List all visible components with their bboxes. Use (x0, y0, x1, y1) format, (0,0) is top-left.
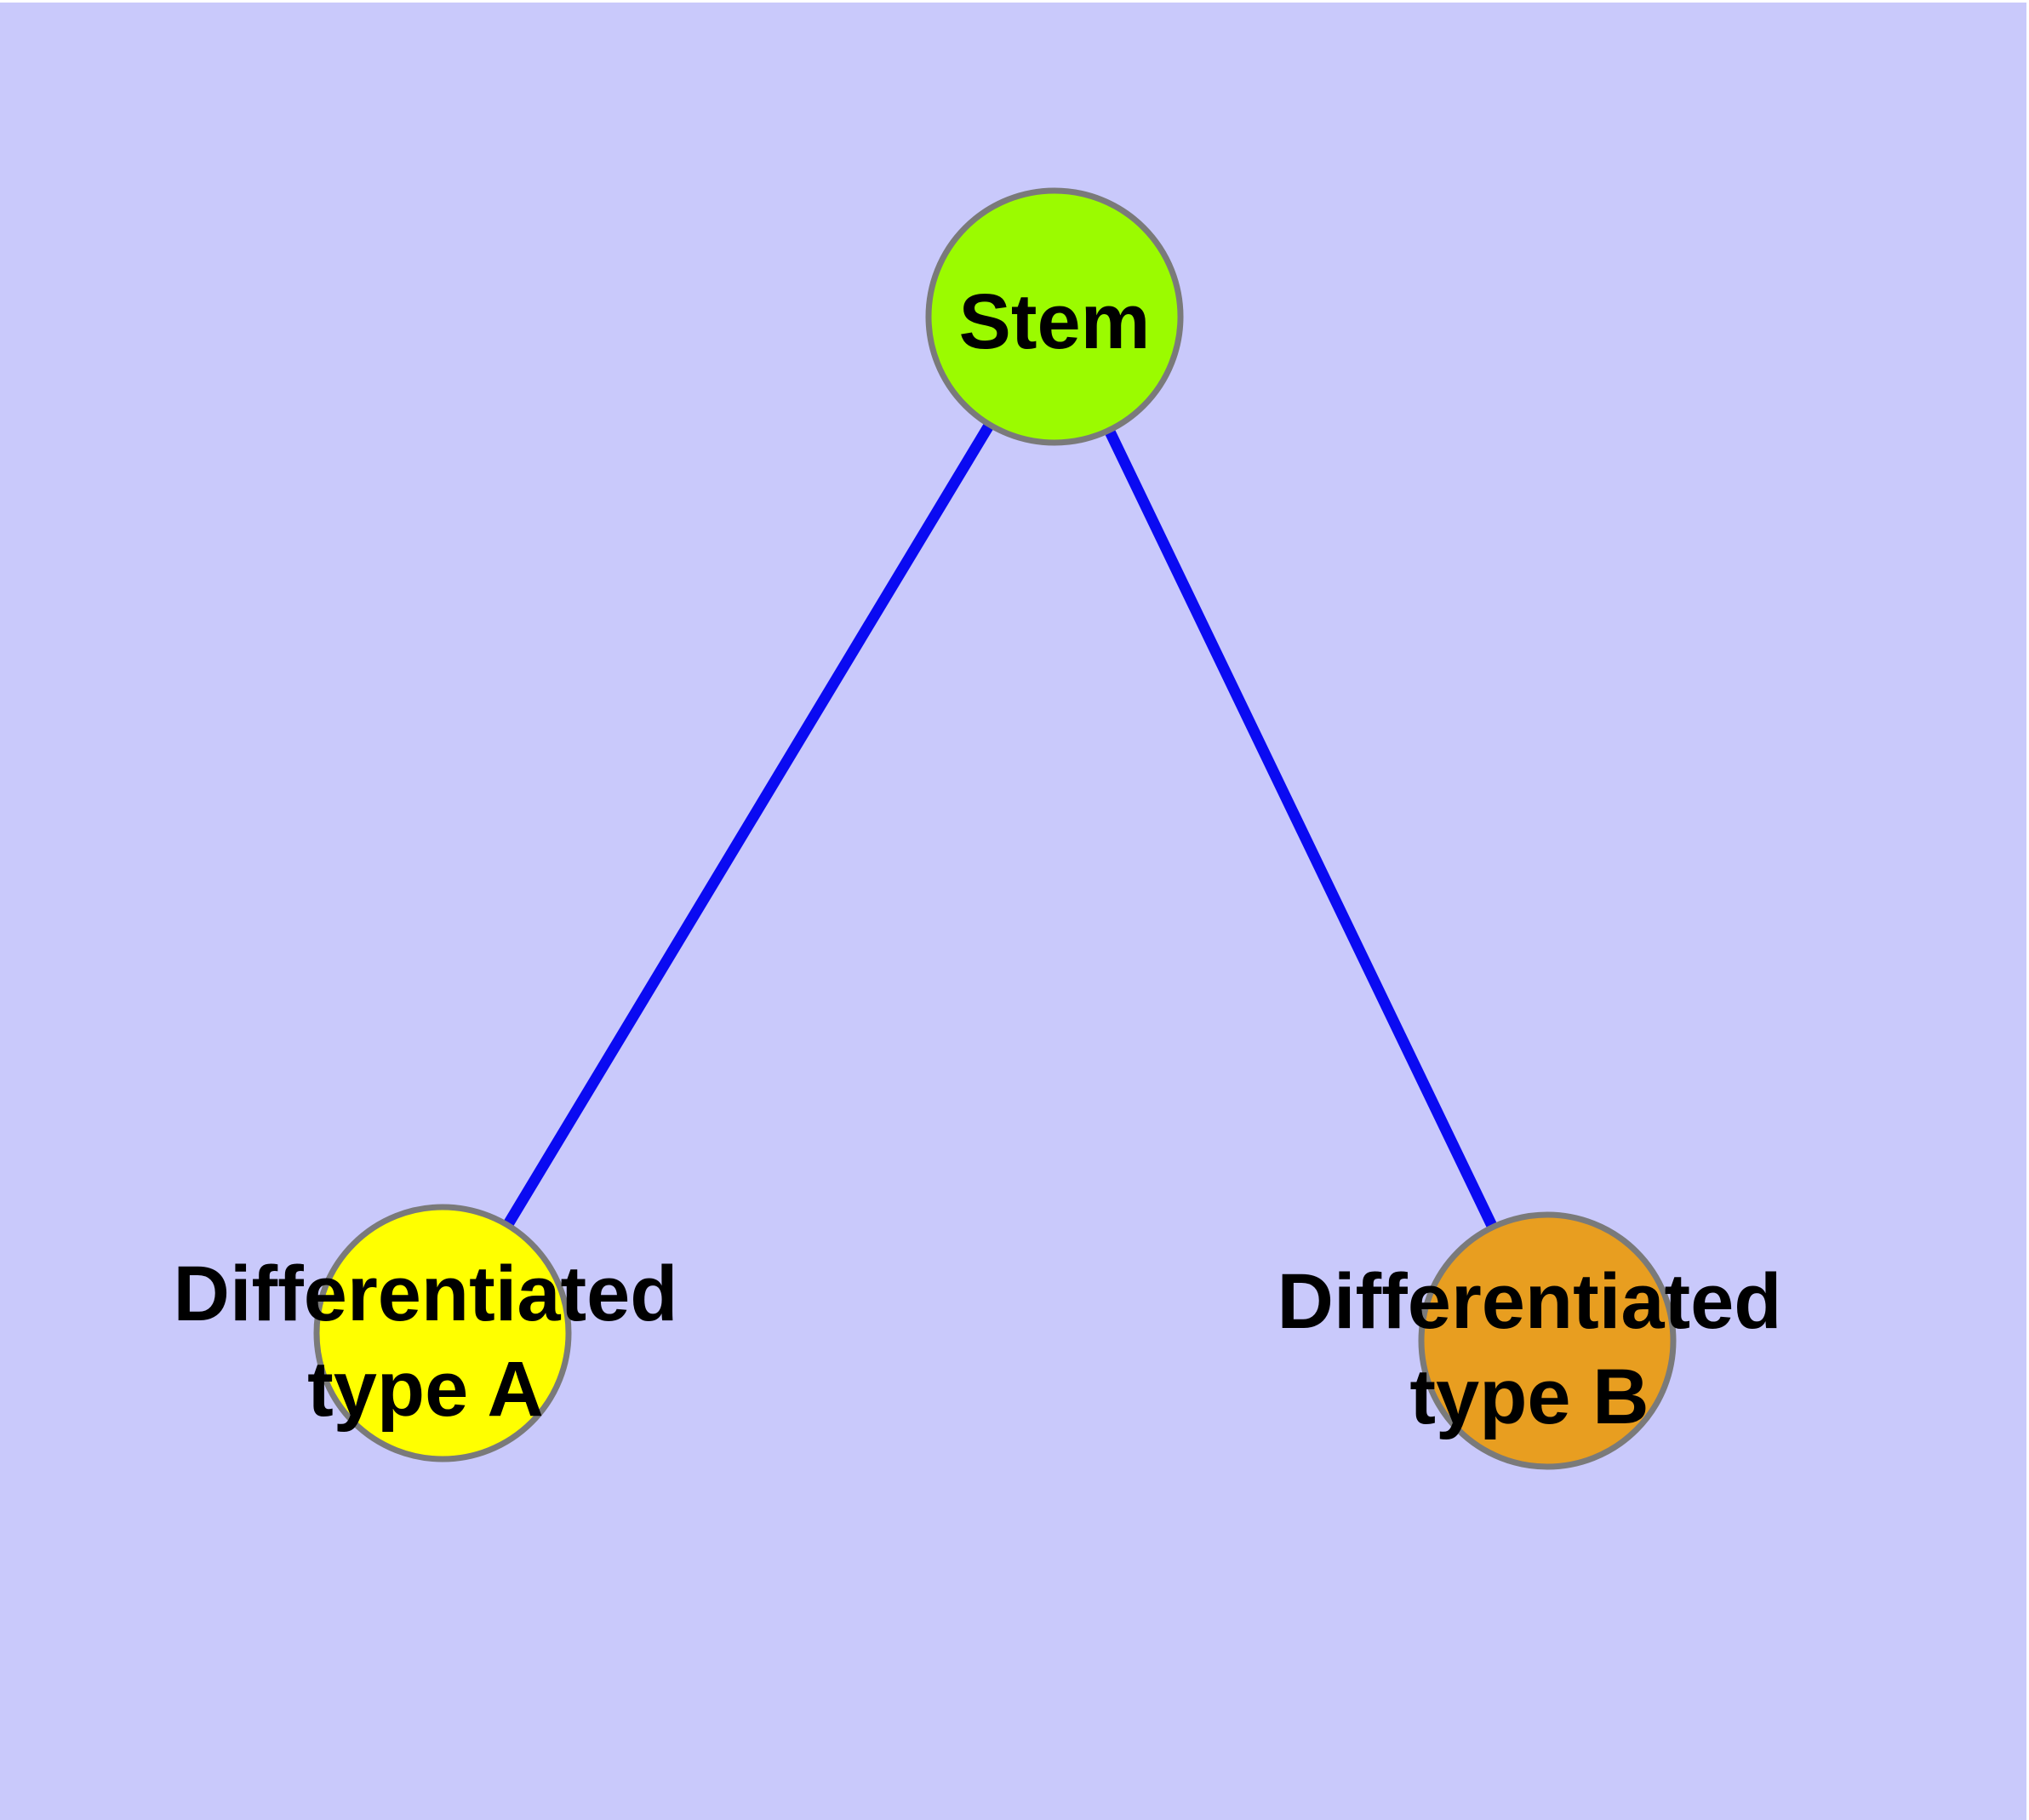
node-differentiated-type-b[interactable] (1418, 1211, 1677, 1470)
node-stem[interactable] (925, 187, 1184, 446)
edge-stem-to-type-a (437, 311, 1060, 1339)
edge-stem-to-type-b (1049, 311, 1553, 1347)
node-differentiated-type-a[interactable] (313, 1204, 572, 1462)
